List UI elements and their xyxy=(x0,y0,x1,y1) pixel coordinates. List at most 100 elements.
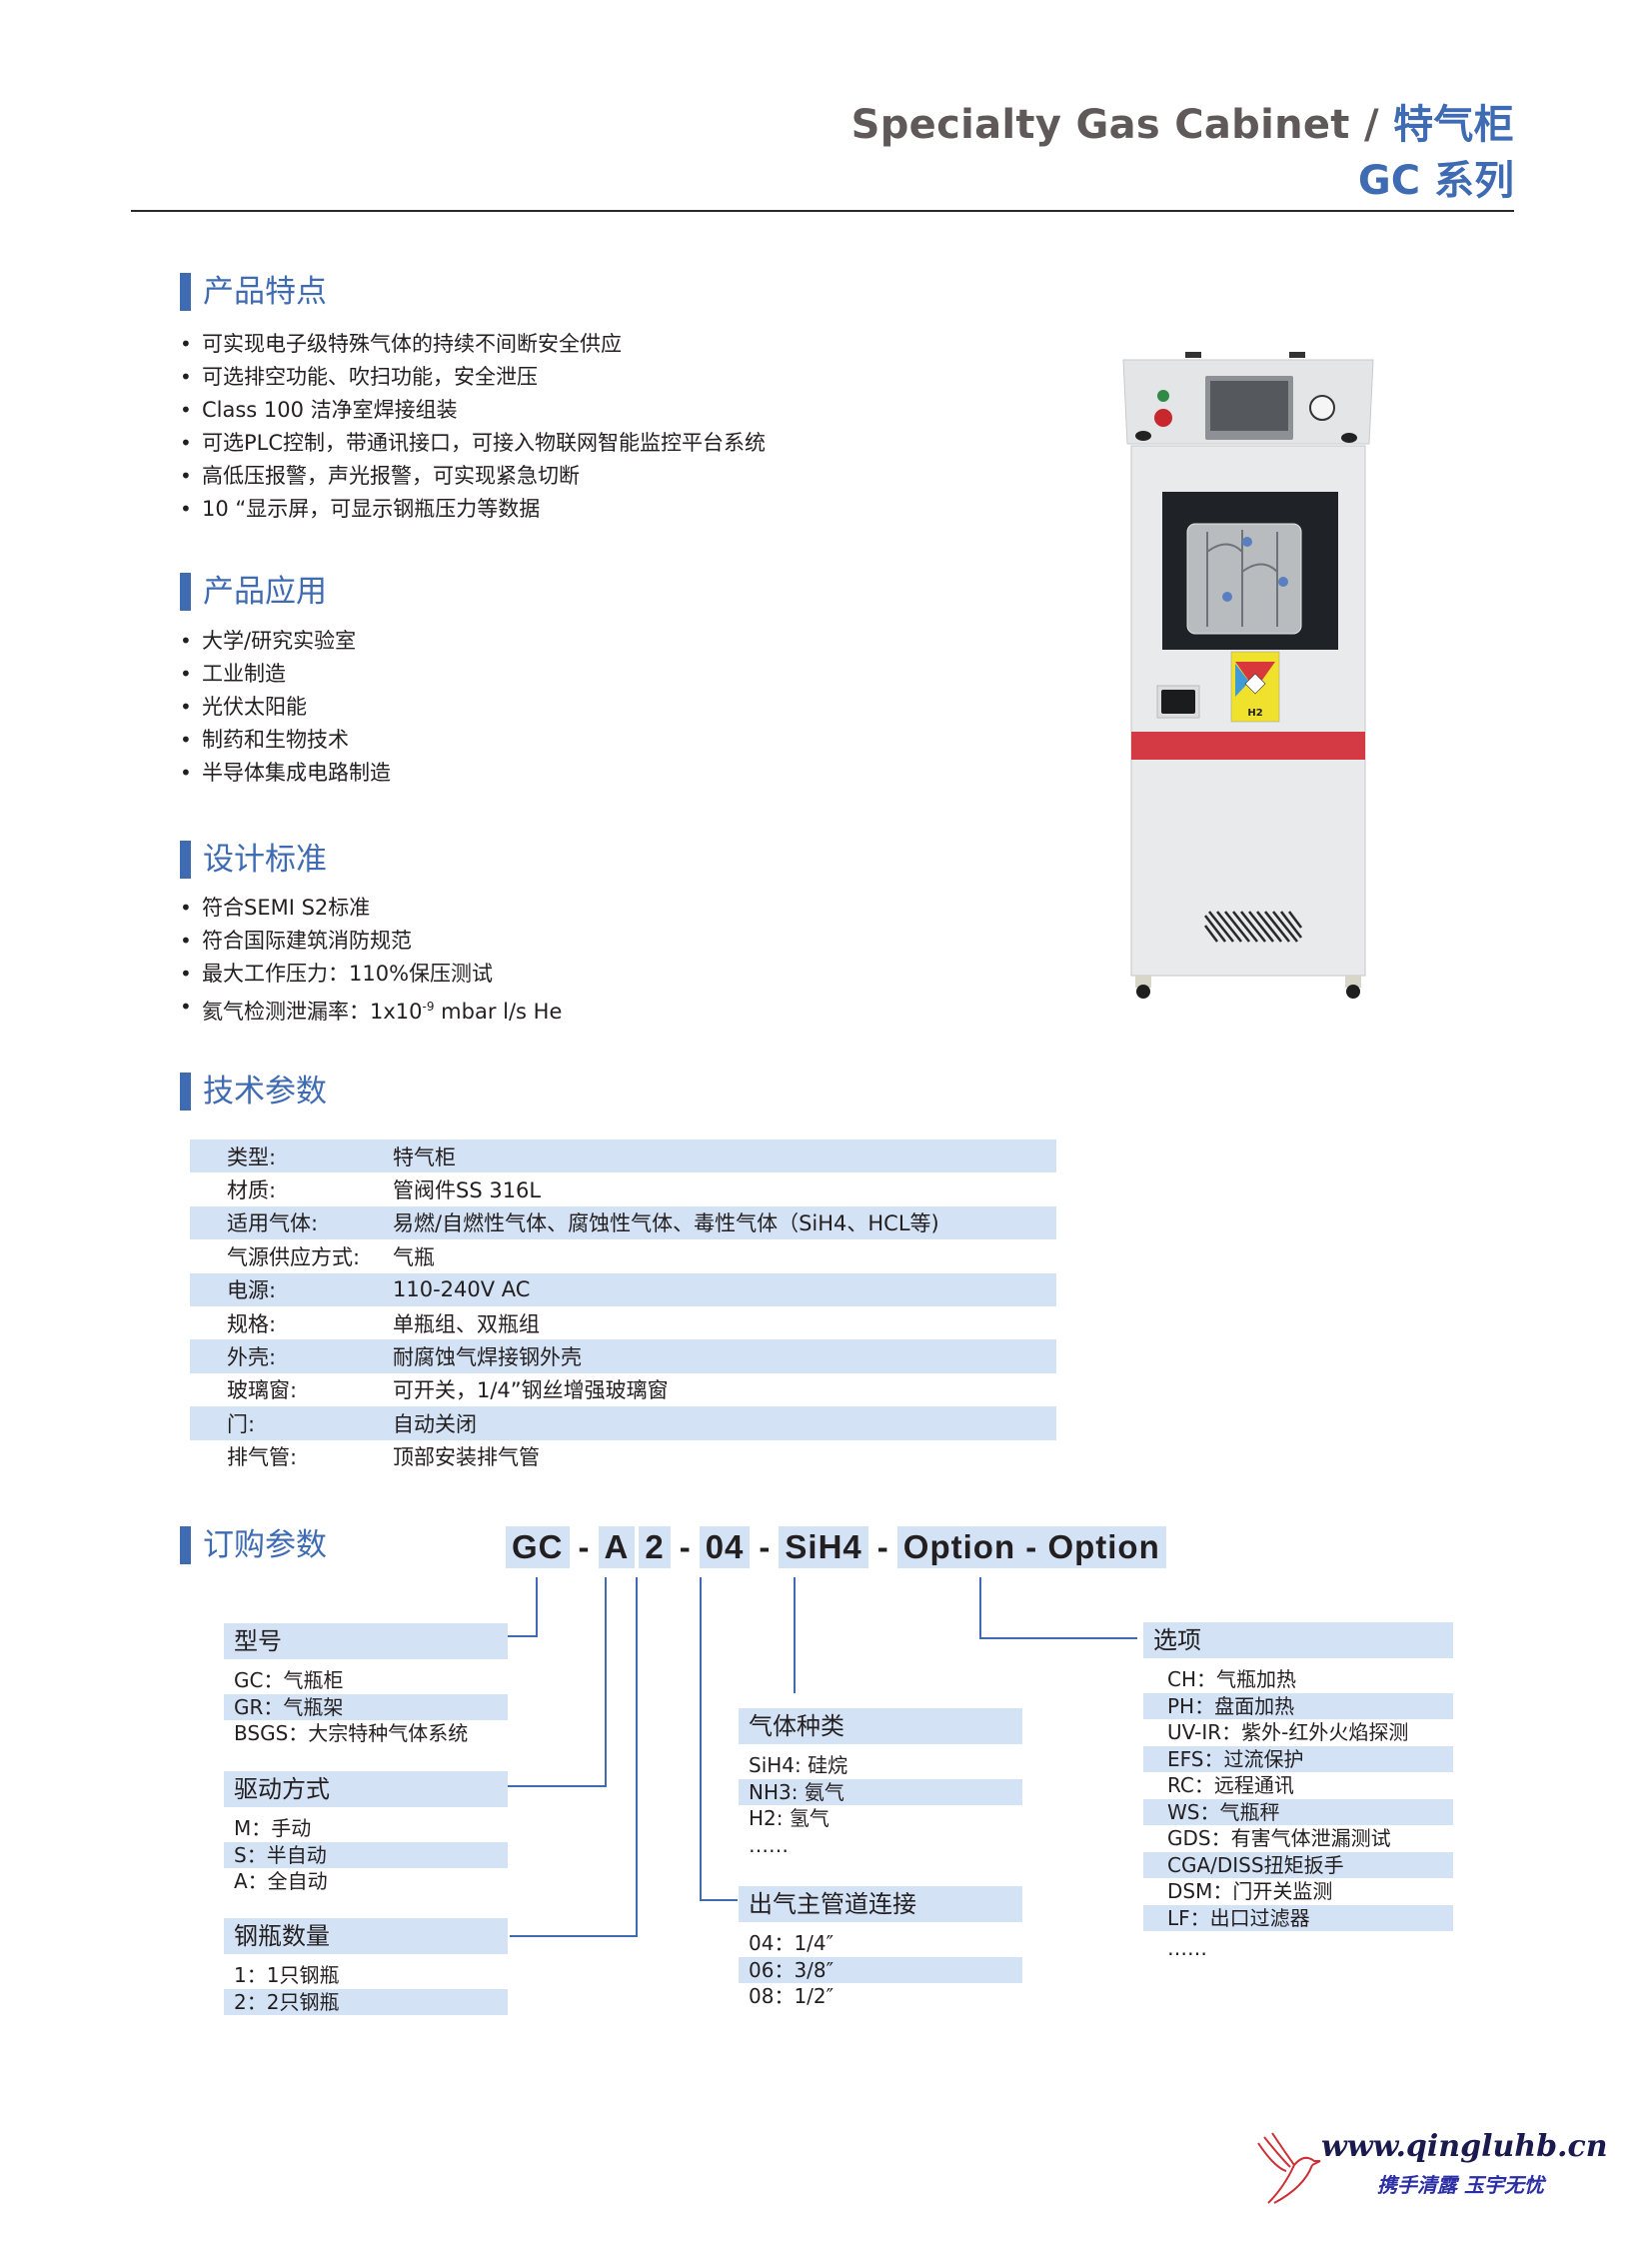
pressure-gauge-icon xyxy=(1309,395,1335,421)
spacer xyxy=(224,1954,508,1962)
list-item: • 制药和生物技术 xyxy=(180,724,391,757)
applications-list: •大学/研究实验室 • 工业制造 •光伏太阳能 • 制药和生物技术 • 半导体集成电路… xyxy=(180,625,391,790)
spacer xyxy=(224,1807,508,1815)
section-heading-features: 产品特点 xyxy=(180,273,327,311)
list-item-text: 最大工作压力：110%保压测试 xyxy=(202,962,494,986)
block-item: RC：远程通讯 xyxy=(1167,1773,1294,1797)
list-item-text: 半导体集成电路制造 xyxy=(202,761,391,785)
list-item: •可实现电子级特殊气体的持续不间断安全供应 xyxy=(180,328,766,361)
bullet-icon: • xyxy=(180,995,192,1019)
title-chinese: 特气柜 xyxy=(1393,102,1514,148)
emergency-stop-icon xyxy=(1154,409,1172,427)
section-heading-tech: 技术参数 xyxy=(180,1073,327,1111)
spacer xyxy=(739,1922,1022,1930)
bullet-icon: • xyxy=(180,365,192,389)
block-item: WS：气瓶秤 xyxy=(1143,1798,1453,1825)
block-item: UV-IR：紫外-红外火焰探测 xyxy=(1167,1720,1409,1744)
code-drive: A xyxy=(598,1526,636,1568)
bullet-icon: • xyxy=(180,896,192,920)
block-item: 1：1只钢瓶 xyxy=(234,1963,340,1987)
block-item: SiH4: 硅烷 xyxy=(749,1753,848,1777)
table-row: 电源:110-240V AC xyxy=(190,1272,1056,1306)
list-item: • 可选排空功能、吹扫功能，安全泄压 xyxy=(180,361,766,394)
model-block: 型号 GC：气瓶柜 GR：气瓶架 BSGS：大宗特种气体系统 xyxy=(224,1623,508,1747)
connector-line xyxy=(508,1635,538,1637)
block-heading: 型号 xyxy=(224,1623,508,1659)
connector-line xyxy=(794,1577,796,1693)
glass-window xyxy=(1186,523,1302,635)
leak-rate-suffix: mbar l/s He xyxy=(434,1000,563,1024)
list-item-text: 符合SEMI S2标准 xyxy=(202,896,371,920)
list-item-text: 大学/研究实验室 xyxy=(202,629,357,653)
block-item: 2：2只钢瓶 xyxy=(224,1988,508,2015)
valve-icon xyxy=(1222,592,1232,602)
spec-value: 单瓶组、双瓶组 xyxy=(393,1311,540,1336)
section-heading-label: 技术参数 xyxy=(203,1074,327,1110)
company-slogan: 携手清露 玉宇无忧 xyxy=(1377,2173,1544,2197)
table-row: 规格:单瓶组、双瓶组 xyxy=(190,1306,1056,1339)
spec-value: 顶部安装排气管 xyxy=(393,1445,540,1470)
table-row: 适用气体:易燃/自燃性气体、腐蚀性气体、毒性气体（SiH4、HCL等) xyxy=(190,1205,1056,1240)
bullet-icon: • xyxy=(180,761,192,785)
list-item: •大学/研究实验室 xyxy=(180,625,391,658)
valve-icon xyxy=(1242,537,1252,547)
spec-value: 气瓶 xyxy=(393,1244,435,1269)
spec-key: 材质: xyxy=(227,1178,277,1203)
section-heading-standards: 设计标准 xyxy=(180,841,327,879)
block-heading: 气体种类 xyxy=(739,1708,1022,1744)
hazard-diamond xyxy=(1244,673,1266,695)
list-item: •光伏太阳能 xyxy=(180,691,391,724)
spec-key: 电源: xyxy=(227,1278,277,1303)
code-dash: - xyxy=(679,1528,691,1565)
caster-wheel xyxy=(1136,985,1150,999)
caster xyxy=(1345,976,1361,988)
spec-key: 排气管: xyxy=(227,1445,298,1470)
table-row: 外壳:耐腐蚀气焊接钢外壳 xyxy=(190,1339,1056,1373)
bullet-icon: • xyxy=(180,497,192,521)
code-option-1: Option xyxy=(902,1528,1016,1565)
company-website-link[interactable]: www.qingluhb.cn xyxy=(1321,2129,1608,2164)
block-item: 04：1/4″ xyxy=(749,1931,834,1955)
list-item: • 符合SEMI S2标准 xyxy=(180,892,562,925)
list-item-text: 工业制造 xyxy=(202,662,286,686)
code-qty: 2 xyxy=(639,1526,671,1568)
section-marker xyxy=(180,273,191,311)
block-item: 08：1/2″ xyxy=(749,1984,834,2008)
table-row: 类型:特气柜 xyxy=(190,1139,1056,1173)
section-heading-label: 订购参数 xyxy=(203,1527,327,1563)
connector-line xyxy=(700,1899,738,1901)
gas-type-block: 气体种类 SiH4: 硅烷 NH3: 氨气 H2: 氢气 …… xyxy=(739,1708,1022,1858)
leak-rate-prefix: 氦气检测泄漏率：1x10 xyxy=(202,1000,423,1024)
spec-key: 外壳: xyxy=(227,1345,277,1370)
block-item: …… xyxy=(749,1832,789,1857)
block-item: …… xyxy=(1167,1936,1207,1960)
list-item-text: 高低压报警，声光报警，可实现紧急切断 xyxy=(202,464,580,488)
list-item-text: 光伏太阳能 xyxy=(202,695,307,719)
header-divider xyxy=(131,210,1514,212)
table-row: 气源供应方式:气瓶 xyxy=(190,1239,1056,1272)
connector-line xyxy=(979,1637,1137,1639)
table-row: 排气管: 顶部安装排气管 xyxy=(190,1440,1056,1473)
code-gas: SiH4 xyxy=(779,1526,868,1568)
list-item-text: 制药和生物技术 xyxy=(202,728,349,752)
bullet-icon: • xyxy=(180,728,192,752)
code-dash: - xyxy=(578,1528,590,1565)
connector-line xyxy=(605,1577,607,1787)
spec-value: 可开关，1/4”钢丝增强玻璃窗 xyxy=(393,1378,669,1403)
exhaust-port xyxy=(1289,352,1305,358)
block-item: GC：气瓶柜 xyxy=(234,1668,344,1692)
list-item-text: Class 100 洁净室焊接组装 xyxy=(202,398,458,422)
spec-key: 玻璃窗: xyxy=(227,1378,298,1403)
bullet-icon: • xyxy=(180,962,192,986)
product-image: H2 xyxy=(1117,352,1379,1000)
green-indicator-icon xyxy=(1157,390,1169,402)
block-item: 06：3/8″ xyxy=(739,1956,1022,1983)
list-item-text: 可实现电子级特殊气体的持续不间断安全供应 xyxy=(202,332,622,356)
drive-block: 驱动方式 M：手动 S：半自动 A：全自动 xyxy=(224,1771,508,1895)
spec-value: 易燃/自燃性气体、腐蚀性气体、毒性气体（SiH4、HCL等) xyxy=(393,1211,939,1236)
connector-line xyxy=(508,1785,607,1787)
list-item-text: 符合国际建筑消防规范 xyxy=(202,929,412,953)
list-item-text: 可选排空功能、吹扫功能，安全泄压 xyxy=(202,365,538,389)
spec-key: 门: xyxy=(227,1411,256,1436)
table-row: 门:自动关闭 xyxy=(190,1406,1056,1440)
